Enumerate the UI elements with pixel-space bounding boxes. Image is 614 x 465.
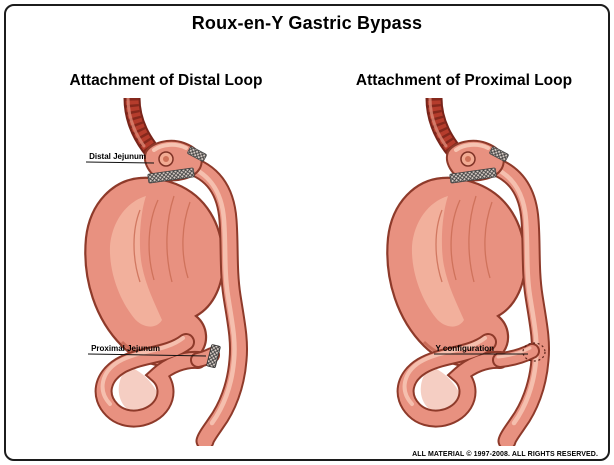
- proximal-loop-illustration: Y configuration: [330, 98, 610, 446]
- y-anastomosis: [492, 342, 546, 368]
- panel-heading-proximal: Attachment of Proximal Loop: [355, 72, 573, 89]
- panel-heading-distal: Attachment of Distal Loop: [69, 72, 263, 89]
- leader-line-distal-jejunum: [85, 161, 155, 164]
- suture-stitches: [522, 342, 546, 362]
- staple-line-stub: [206, 344, 221, 368]
- label-proximal-jejunum: Proximal Jejunum: [91, 344, 160, 353]
- label-distal-jejunum: Distal Jejunum: [89, 152, 146, 161]
- anatomy-base-use: [387, 98, 540, 441]
- stapled-stub: [190, 344, 221, 368]
- page-title: Roux-en-Y Gastric Bypass: [191, 13, 423, 33]
- anatomy-base-use: [85, 98, 238, 441]
- leader-line-proximal-jejunum: [87, 353, 207, 357]
- copyright-text: ALL MATERIAL © 1997-2008. ALL RIGHTS RES…: [412, 451, 598, 458]
- label-y-configuration: Y configuration: [435, 344, 494, 353]
- distal-loop-illustration: Distal Jejunum Proximal Jejunum: [28, 98, 308, 446]
